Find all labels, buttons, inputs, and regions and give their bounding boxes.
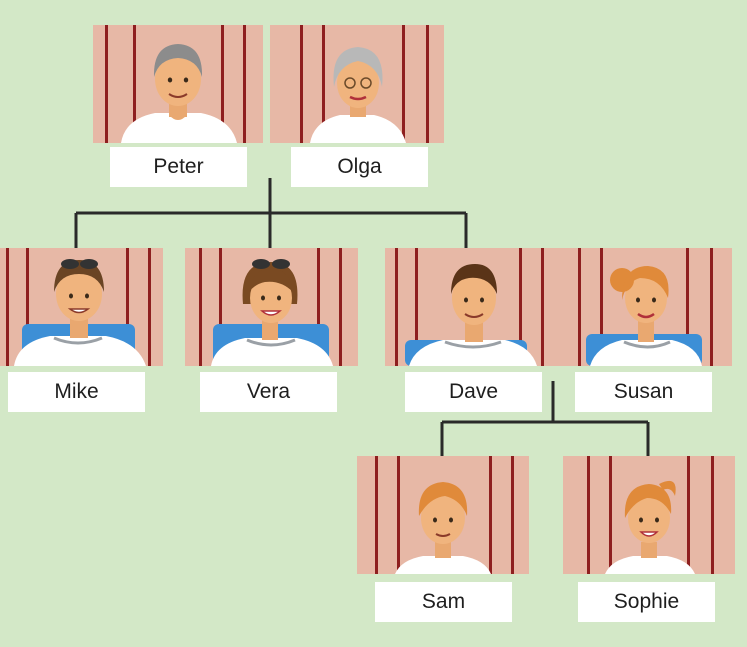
peter-portrait [93, 25, 263, 143]
mike-name-label: Mike [8, 372, 145, 412]
peter-name-label: Peter [110, 147, 247, 187]
susan-name-label: Susan [575, 372, 712, 412]
olga-portrait [270, 25, 444, 143]
dave-name-label: Dave [405, 372, 542, 412]
susan-portrait [560, 248, 732, 366]
sam-portrait [357, 456, 529, 574]
sam-name-label: Sam [375, 582, 512, 622]
vera-portrait [185, 248, 358, 366]
sophie-name-label: Sophie [578, 582, 715, 622]
olga-name-label: Olga [291, 147, 428, 187]
sophie-portrait [563, 456, 735, 574]
vera-name-label: Vera [200, 372, 337, 412]
mike-portrait [0, 248, 163, 366]
dave-portrait [385, 248, 560, 366]
